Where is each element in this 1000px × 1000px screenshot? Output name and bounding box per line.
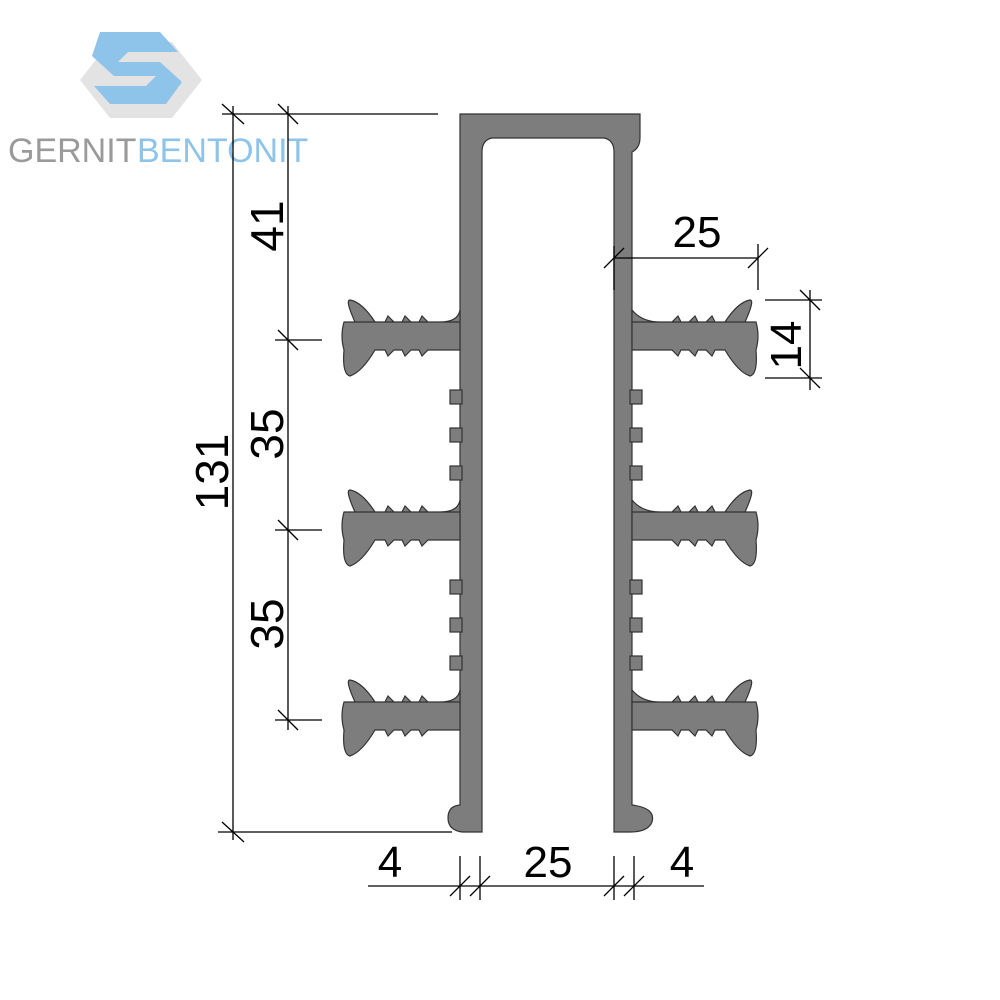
dimension-labels: 131 41 35 35 25 14 4 25 4 <box>186 200 811 887</box>
right-rib-bottom <box>631 679 759 757</box>
company-logo: GERNIT BENTONIT <box>8 32 308 170</box>
left-rib-middle <box>341 489 461 567</box>
label-channel-width: 25 <box>524 838 573 887</box>
label-top-segment: 41 <box>241 200 293 251</box>
left-anchor-ribs <box>341 299 463 757</box>
logo-word-bentonit: BENTONIT <box>137 132 308 170</box>
right-tooth-4 <box>629 579 643 595</box>
label-rib-height: 14 <box>762 321 811 370</box>
label-wall-right: 4 <box>670 838 694 887</box>
left-tooth-2 <box>449 427 463 443</box>
right-rib-middle <box>631 489 759 567</box>
right-tooth-6 <box>629 655 643 671</box>
label-rib-length: 25 <box>673 208 722 257</box>
left-tooth-5 <box>449 617 463 633</box>
logo-mark-icon <box>80 32 202 118</box>
left-tooth-4 <box>449 579 463 595</box>
right-tooth-2 <box>629 427 643 443</box>
right-tooth-1 <box>629 389 643 405</box>
left-tooth-3 <box>449 465 463 481</box>
u-channel-body <box>447 113 654 833</box>
label-total-height: 131 <box>186 434 238 511</box>
left-rib-bottom <box>341 679 461 757</box>
logo-word-gernit: GERNIT <box>8 132 136 170</box>
dimension-lines <box>218 103 822 900</box>
label-mid-segment-1: 35 <box>241 408 293 459</box>
left-tooth-1 <box>449 389 463 405</box>
left-tooth-6 <box>449 655 463 671</box>
label-mid-segment-2: 35 <box>241 598 293 649</box>
logo-s-shape <box>92 32 182 104</box>
right-tooth-3 <box>629 465 643 481</box>
right-rib-top <box>631 299 759 377</box>
right-anchor-ribs <box>629 299 759 757</box>
label-wall-left: 4 <box>378 838 402 887</box>
right-tooth-5 <box>629 617 643 633</box>
left-rib-top <box>341 299 461 377</box>
waterstop-profile <box>341 113 759 833</box>
